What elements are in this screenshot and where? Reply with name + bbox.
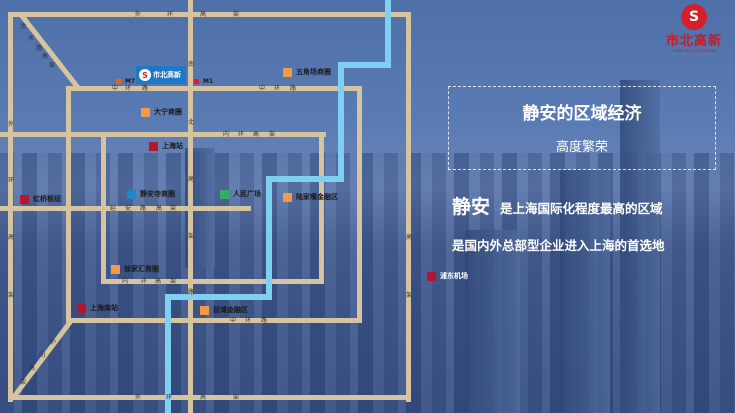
road-label: 环 [8, 177, 15, 184]
poi-hongqiao[interactable]: 虹桥枢纽 [20, 194, 61, 204]
road-label: 中 [112, 85, 119, 92]
road-label: 水 [28, 35, 35, 42]
road-label: 环 [125, 85, 132, 92]
road-label: 高 [155, 278, 162, 285]
poi-jingan-temple[interactable]: 静安寺商圈 [127, 189, 175, 199]
metro-m1: M1 [194, 78, 213, 85]
road-label: 内 [223, 131, 230, 138]
statement-text-1: 是上海国际化程度最高的区域 [500, 201, 663, 216]
road-label: 路 [142, 85, 149, 92]
road-label: 高 [406, 234, 413, 241]
road-label: 路 [140, 205, 147, 212]
road-label: 架 [406, 292, 413, 299]
road-label: 汶 [20, 23, 27, 30]
poi-marker-icon [127, 189, 136, 199]
map-logo-label: 市北高新 [153, 71, 181, 79]
statement-line-2: 是国内外总部型企业进入上海的首选地 [452, 238, 665, 253]
poi-xujiahui[interactable]: 徐家汇商圈 [111, 264, 159, 274]
road-label: 架 [188, 233, 195, 240]
metro-m7: M7 [116, 78, 135, 85]
road-label: 架 [8, 292, 15, 299]
poi-lujiazui[interactable]: 陆家嘴金融区 [283, 192, 338, 202]
poi-daning[interactable]: 大宁商圈 [141, 107, 182, 117]
poi-marker-icon [200, 305, 209, 315]
road-label: 外 [135, 394, 142, 401]
metro-icon [116, 79, 121, 84]
road-label: 中 [259, 85, 266, 92]
poi-marker-icon [283, 67, 292, 77]
poi-marker-icon [111, 264, 120, 274]
brand-mark-icon: S [681, 4, 707, 30]
road-label: 北 [188, 119, 195, 126]
headline-subtitle: 高度繁荣 [555, 140, 608, 155]
road-label: 高 [156, 205, 163, 212]
road-label: 内 [122, 278, 129, 285]
poi-marker-icon [20, 194, 29, 204]
road-label: 环 [167, 11, 174, 18]
poi-shanghai-station[interactable]: 上海站 [149, 141, 183, 151]
road-label: 延 [110, 205, 117, 212]
road-label: 环 [274, 85, 281, 92]
skyscraper [465, 230, 520, 413]
road-label: 架 [49, 62, 56, 69]
road-label: 沪 [50, 339, 57, 346]
road-label: 路 [36, 45, 43, 52]
poi-pudong-airport[interactable]: 浦东机场 [427, 271, 468, 281]
poi-marker-icon [77, 303, 86, 313]
logo-mark-icon: S [139, 69, 151, 81]
road-label: 架 [170, 278, 177, 285]
brand-english: SHIBEI HIGH-TECH PARK [672, 49, 716, 53]
road-label: 高 [8, 234, 15, 241]
headline-title: 静安的区域经济 [522, 104, 642, 124]
poi-marker-icon [220, 189, 229, 199]
statement-line-1: 静安 是上海国际化程度最高的区域 [452, 192, 663, 219]
road-label: 路 [188, 289, 195, 296]
road-label: 环 [141, 278, 148, 285]
road-label: 南 [188, 61, 195, 68]
poi-qiantan[interactable]: 前滩金融区 [200, 305, 248, 315]
road-label: 外 [8, 121, 15, 128]
skyscraper [560, 170, 610, 413]
road-label: 架 [233, 394, 240, 401]
road-label: 高 [188, 176, 195, 183]
poi-shanghai-south[interactable]: 上海南站 [77, 303, 118, 313]
poi-wujiaochang[interactable]: 五角场商圈 [283, 67, 331, 77]
road-label: 环 [166, 394, 173, 401]
poi-marker-icon [149, 141, 158, 151]
road-label: 架 [233, 11, 240, 18]
headline-box: 静安的区域经济 高度繁荣 [448, 86, 716, 170]
road-label: 架 [170, 205, 177, 212]
road-label: 高 [200, 11, 207, 18]
skyscraper [620, 80, 660, 413]
road-label: 架 [269, 131, 276, 138]
road-label: 环 [245, 317, 252, 324]
road-label: 架 [20, 379, 27, 386]
road-label: 外 [135, 11, 142, 18]
road-label: 环 [238, 131, 245, 138]
road-label: 高 [253, 131, 260, 138]
road-label: 路 [290, 85, 297, 92]
brand-logo: S 市北高新 SHIBEI HIGH-TECH PARK [660, 4, 728, 53]
road-label: 高 [29, 365, 36, 372]
poi-peoples-square[interactable]: 人民广场 [220, 189, 261, 199]
road-label: 安 [125, 205, 132, 212]
road-label: 闵 [39, 352, 46, 359]
road-label: 高 [200, 394, 207, 401]
poi-marker-icon [283, 192, 292, 202]
road-label: 高 [42, 53, 49, 60]
poi-marker-icon [141, 107, 150, 117]
poi-marker-icon [427, 271, 436, 281]
brand-name: 市北高新 [665, 34, 722, 49]
metro-icon [194, 79, 199, 84]
road-label: 中 [230, 317, 237, 324]
statement-subject: 静安 [452, 196, 491, 218]
road-label: 路 [261, 317, 268, 324]
